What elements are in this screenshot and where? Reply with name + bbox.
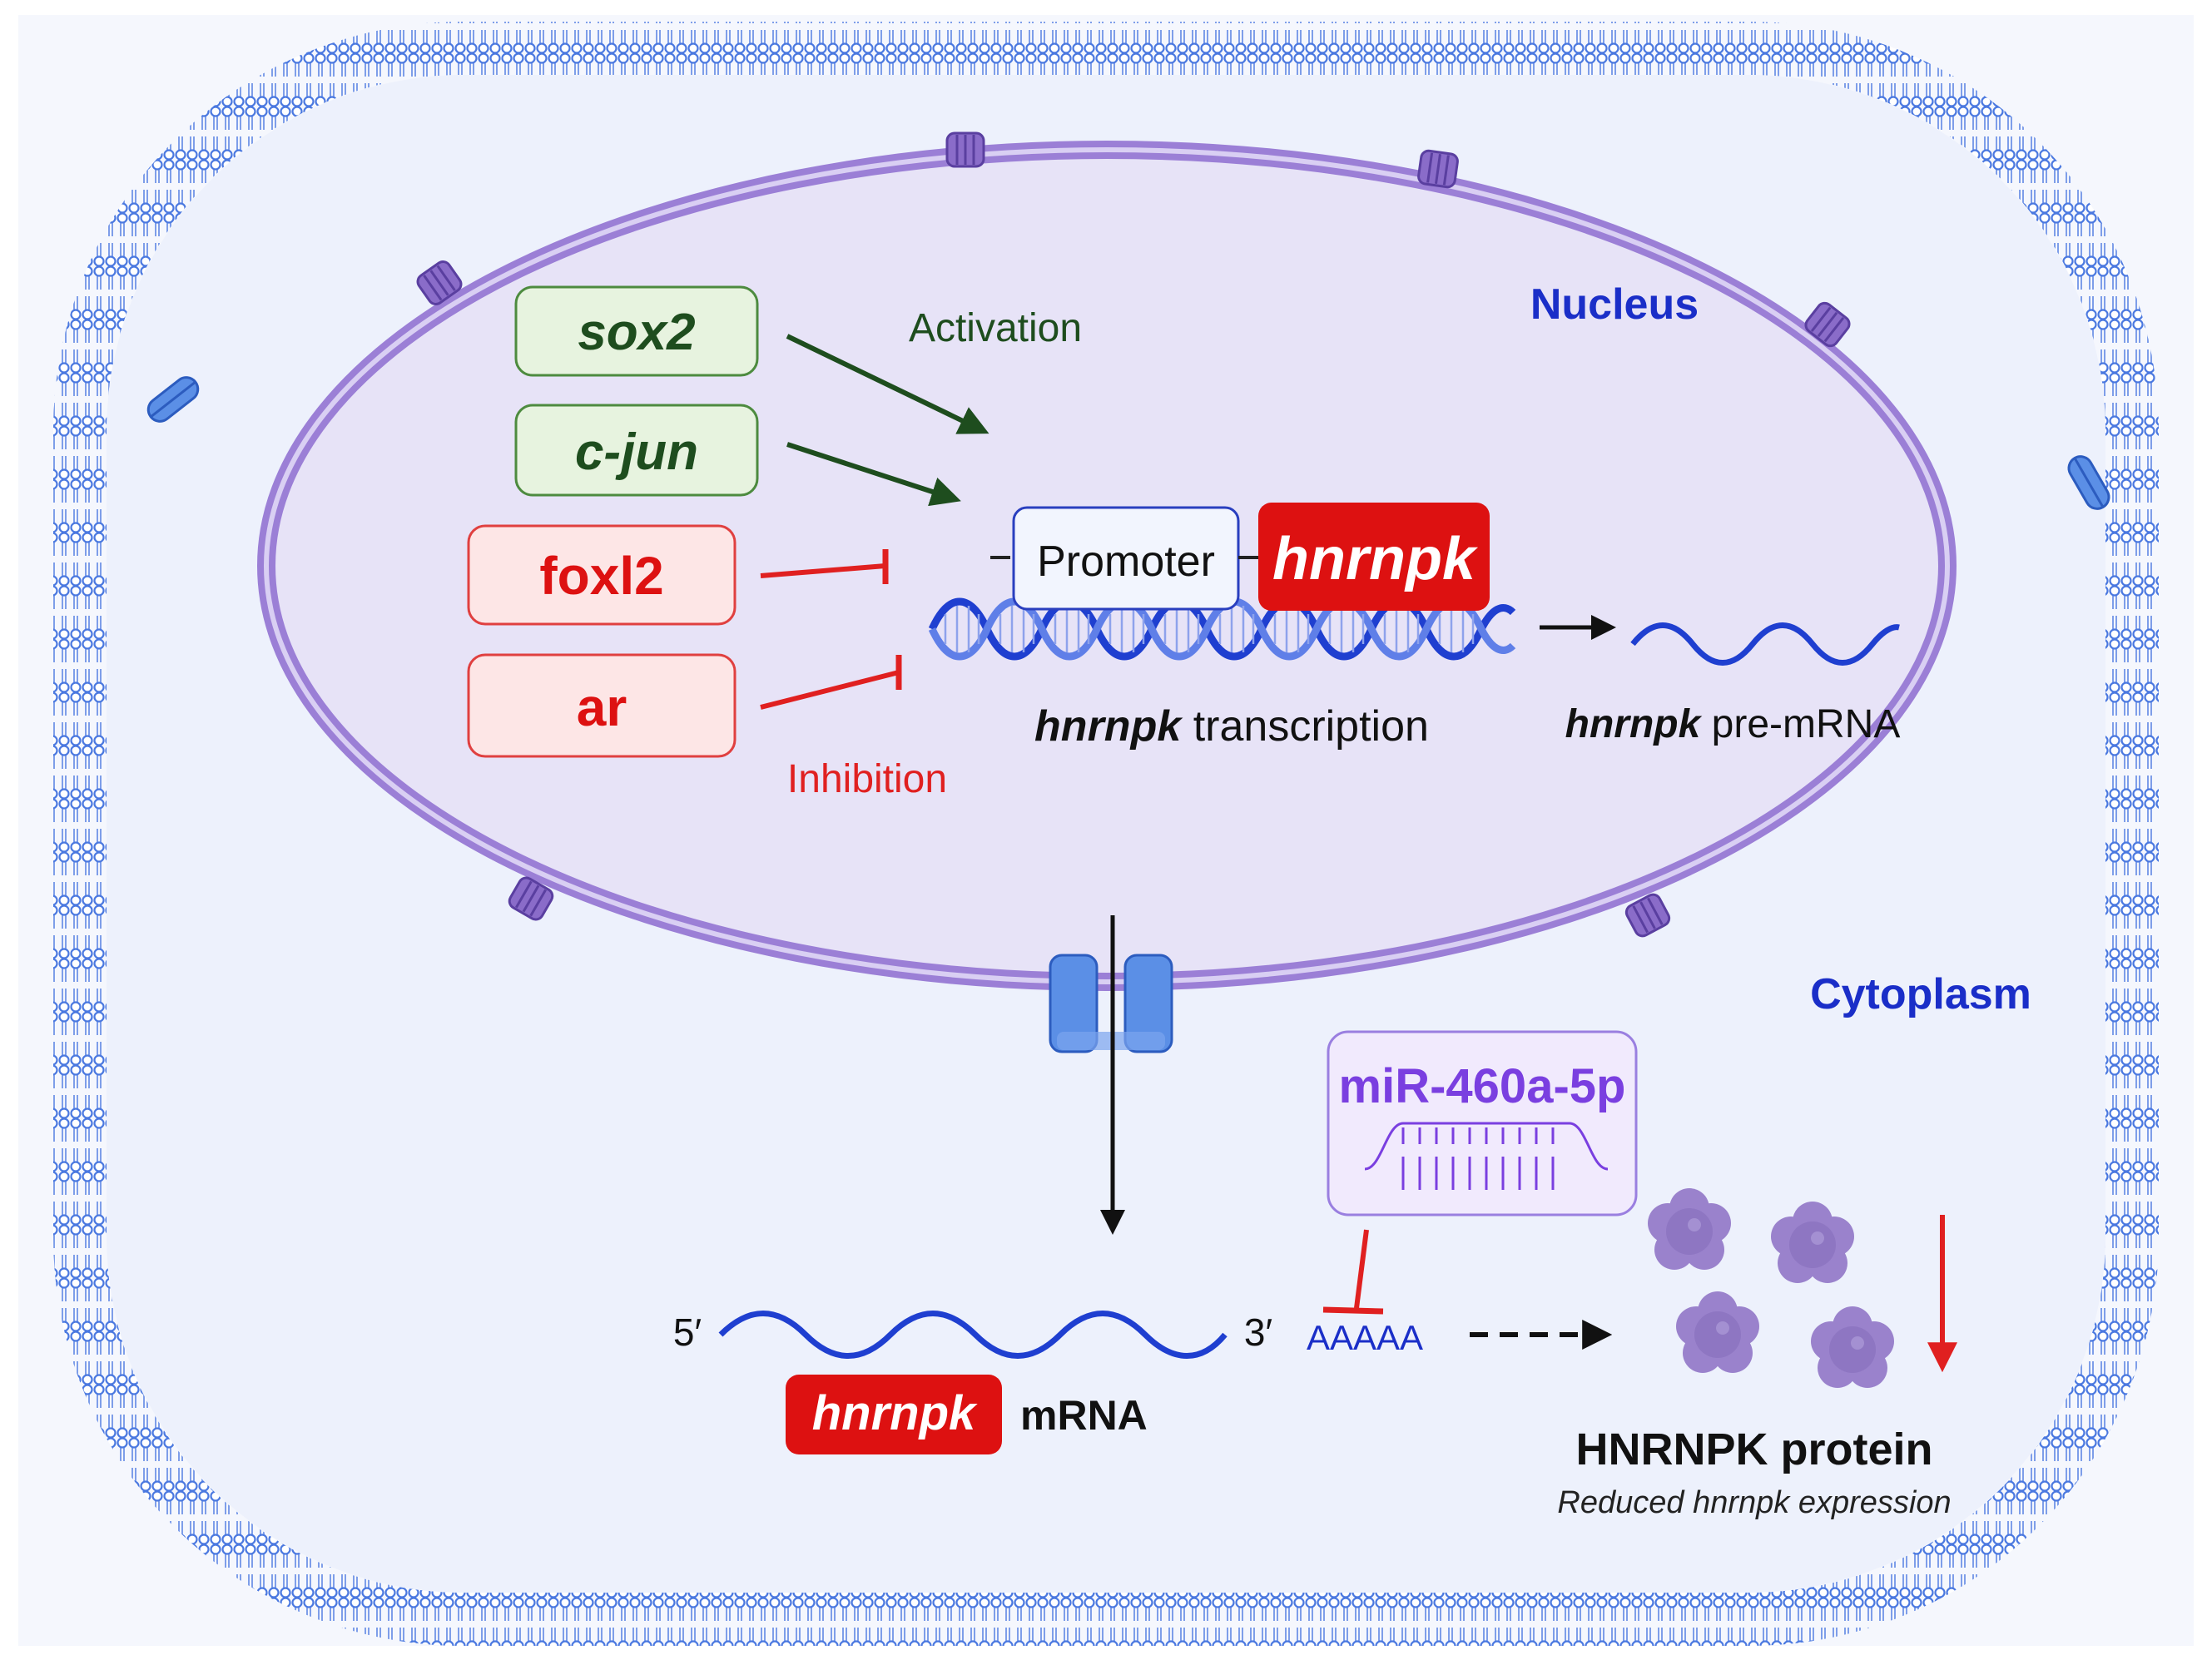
inhibition-bar — [760, 655, 902, 710]
regulator-foxl2-label: foxl2 — [539, 546, 663, 606]
regulator-sox2: sox2 — [514, 285, 759, 377]
five-prime-label: 5′ — [673, 1311, 702, 1354]
inhibition-bar — [760, 549, 889, 584]
regulator-sox2-label: sox2 — [578, 304, 695, 361]
regulator-foxl2: foxl2 — [467, 524, 737, 626]
regulator-ar: ar — [467, 653, 737, 758]
pre-mrna-caption-gene: hnrnpk — [1565, 702, 1703, 746]
regulator-c-jun: c-jun — [514, 404, 759, 497]
nuclear-pore — [1416, 148, 1461, 190]
nucleus-label: Nucleus — [1530, 280, 1699, 329]
pre-mrna-caption-text: pre-mRNA — [1700, 702, 1900, 746]
mrna-gene-badge: hnrnpk — [786, 1375, 1002, 1454]
activation-arrow — [786, 442, 961, 507]
activation-label: Activation — [909, 306, 1082, 350]
promoter-box: Promoter — [1012, 506, 1240, 611]
protein-note: Reduced hnrnpk expression — [1557, 1485, 1951, 1520]
transcription-caption-text: transcription — [1181, 702, 1429, 751]
three-prime-label: 3′ — [1244, 1311, 1272, 1354]
regulator-c-jun-label: c-jun — [575, 424, 698, 481]
mirna-box: miR-460a-5p — [1327, 1030, 1638, 1217]
pre-mrna-wave — [1630, 622, 1900, 666]
mrna-gene-badge-label: hnrnpk — [812, 1386, 978, 1440]
pre-mrna-caption: hnrnpk pre-mRNA — [1565, 702, 1901, 746]
mirna-inhibition — [1322, 1229, 1384, 1315]
mrna-label: mRNA — [1020, 1392, 1148, 1439]
promoter-label: Promoter — [1037, 538, 1215, 586]
transcription-caption-gene: hnrnpk — [1034, 702, 1183, 751]
activation-arrow — [786, 334, 989, 434]
cytoplasm-label: Cytoplasm — [1810, 970, 2031, 1018]
nuclear-pore — [945, 131, 985, 168]
gene-label: hnrnpk — [1272, 526, 1479, 592]
transcription-caption: hnrnpk transcription — [1034, 702, 1429, 751]
gene-box-hnrnpk: hnrnpk — [1258, 503, 1490, 611]
mirna-label: miR-460a-5p — [1339, 1059, 1626, 1113]
poly-a-tail: AAAAA — [1307, 1318, 1423, 1357]
mrna-wave — [718, 1311, 1228, 1359]
protein-label: HNRNPK protein — [1576, 1425, 1933, 1474]
mirna-hairpin-icon — [1364, 1122, 1609, 1190]
inhibition-label: Inhibition — [787, 757, 947, 801]
regulator-ar-label: ar — [577, 677, 627, 737]
